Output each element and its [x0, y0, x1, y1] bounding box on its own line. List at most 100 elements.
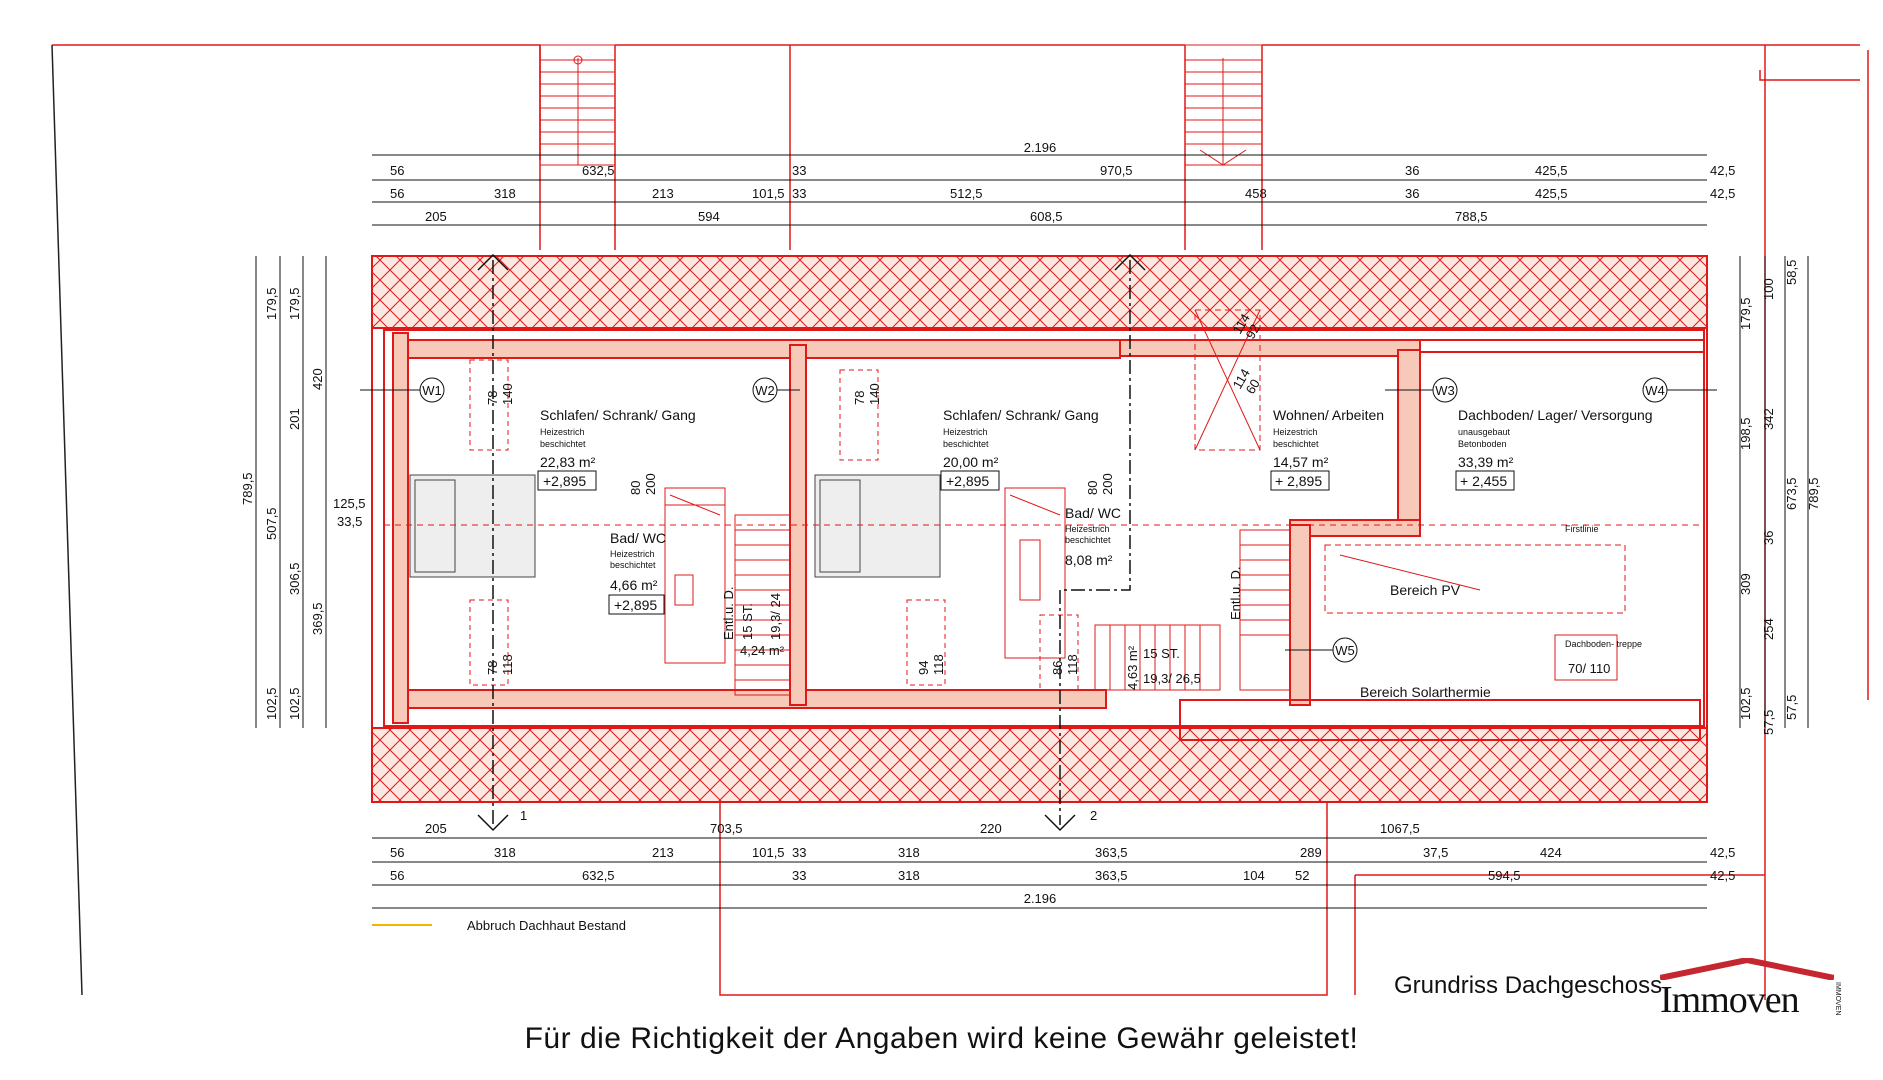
room-area: 4,66 m² [610, 577, 658, 593]
window-size: 140 [500, 383, 515, 405]
area-pv-label: Bereich PV [1390, 582, 1461, 598]
room-area: 20,00 m² [943, 454, 999, 470]
top-dim: 512,5 [950, 186, 983, 201]
door-size: 80 [628, 481, 643, 495]
company-logo: Immoven IMMOVEN [1652, 958, 1842, 1028]
plan-title: Grundriss Dachgeschoss [1394, 972, 1663, 999]
building-walls [371, 255, 1708, 803]
room-floor: unausgebaut [1458, 427, 1511, 437]
top-dim: 56 [390, 186, 404, 201]
top-dim: 56 [390, 163, 404, 178]
bottom-dim: 42,5 [1710, 845, 1735, 860]
room-name: Wohnen/ Arbeiten [1273, 407, 1384, 423]
right-dim: 789,5 [1806, 477, 1821, 510]
stair-steps: 15 ST. [1143, 646, 1180, 661]
room-5: Bad/ WC Heizestrich beschichtet 4,66 m² … [608, 530, 666, 615]
left-dim: 369,5 [310, 602, 325, 635]
window-labels: W1 W2 W3 W4 W5 [422, 383, 1665, 658]
stair-steps: 15 ST. [740, 603, 755, 640]
room-level: +2,895 [543, 473, 586, 489]
top-dim: 632,5 [582, 163, 615, 178]
left-dim: 125,5 [333, 496, 366, 511]
section-number: 1 [520, 808, 527, 823]
interior [409, 474, 941, 578]
window-size: 78 [485, 661, 500, 675]
top-dim: 213 [652, 186, 674, 201]
door-size: 200 [1100, 473, 1115, 495]
stair-and-bath [469, 309, 1626, 696]
room-floor: beschichtet [943, 439, 989, 449]
bottom-dim: 703,5 [710, 821, 743, 836]
right-dim: 254 [1761, 618, 1776, 640]
room-floor: beschichtet [1065, 535, 1111, 545]
right-dim: 36 [1761, 531, 1776, 545]
section-markers [477, 253, 1146, 832]
bottom-dim: 318 [898, 845, 920, 860]
room-floor: Heizestrich [1273, 427, 1318, 437]
room-floor: Heizestrich [943, 427, 988, 437]
top-dim: 318 [494, 186, 516, 201]
room-name: Bad/ WC [1065, 505, 1121, 521]
door-size: 200 [643, 473, 658, 495]
bottom-dim: 42,5 [1710, 868, 1735, 883]
bottom-dim: 318 [898, 868, 920, 883]
stair-ratio: 19,3/ 24 [768, 593, 783, 640]
room-name: Bad/ WC [610, 530, 666, 546]
right-dim: 342 [1761, 408, 1776, 430]
logo-roof-icon [1660, 958, 1834, 980]
bottom-dim: 52 [1295, 868, 1309, 883]
window-size: 118 [500, 654, 515, 675]
room-area: 33,39 m² [1458, 454, 1514, 470]
window-size: 118 [931, 654, 946, 675]
logo-text: Immoven [1660, 979, 1800, 1021]
bottom-dim: 424 [1540, 845, 1562, 860]
right-dim: 57,5 [1784, 695, 1799, 720]
top-dim: 970,5 [1100, 163, 1133, 178]
stair-labels: 15 ST. 19,3/ 24 4,24 m² 15 ST. 19,3/ 26,… [740, 593, 1201, 690]
logo-subtext: IMMOVEN [1834, 982, 1841, 1016]
top-dim: 594 [698, 209, 720, 224]
room-floor: Heizestrich [610, 549, 655, 559]
room-floor: Betonboden [1458, 439, 1507, 449]
window-label: W1 [422, 383, 442, 398]
room-level: + 2,455 [1460, 473, 1507, 489]
bottom-dim: 318 [494, 845, 516, 860]
top-dim: 33 [792, 186, 806, 201]
room-name: Schlafen/ Schrank/ Gang [540, 407, 696, 423]
room-floor: beschichtet [540, 439, 586, 449]
top-dim: 205 [425, 209, 447, 224]
window-size: 60 [1243, 376, 1263, 396]
window-size: 86 [1050, 661, 1065, 675]
room-area: 22,83 m² [540, 454, 596, 470]
room-floor: beschichtet [1273, 439, 1319, 449]
bottom-dim: 594,5 [1488, 868, 1521, 883]
window-label: W4 [1645, 383, 1665, 398]
room-level: +2,895 [946, 473, 989, 489]
window-size: 78 [852, 391, 867, 405]
stair-ratio: 19,3/ 26,5 [1143, 671, 1201, 686]
left-dim: 507,5 [264, 507, 279, 540]
bottom-dim: 56 [390, 845, 404, 860]
bottom-overall-dim: 2.196 [1024, 891, 1057, 906]
top-overall-dim: 2.196 [1024, 140, 1057, 155]
right-dim: 58,5 [1784, 260, 1799, 285]
left-dim: 33,5 [337, 514, 362, 529]
top-dim: 101,5 [752, 186, 785, 201]
ventilation-label: Entl.u. D. [1228, 567, 1243, 620]
left-dim: 201 [287, 408, 302, 430]
area-solar-label: Bereich Solarthermie [1360, 684, 1491, 700]
bottom-dim: 213 [652, 845, 674, 860]
bottom-dim: 363,5 [1095, 845, 1128, 860]
window-label: W5 [1335, 643, 1355, 658]
right-dim: 102,5 [1738, 687, 1753, 720]
top-dim: 608,5 [1030, 209, 1063, 224]
disclaimer: Für die Richtigkeit der Angaben wird kei… [524, 1022, 1359, 1055]
right-dim: 309 [1738, 573, 1753, 595]
window-size: 140 [867, 383, 882, 405]
bottom-dim: 104 [1243, 868, 1265, 883]
window-size: 78 [485, 391, 500, 405]
right-dim: 179,5 [1738, 297, 1753, 330]
left-dim: 179,5 [287, 287, 302, 320]
window-size: 118 [1065, 654, 1080, 675]
bottom-dim: 56 [390, 868, 404, 883]
